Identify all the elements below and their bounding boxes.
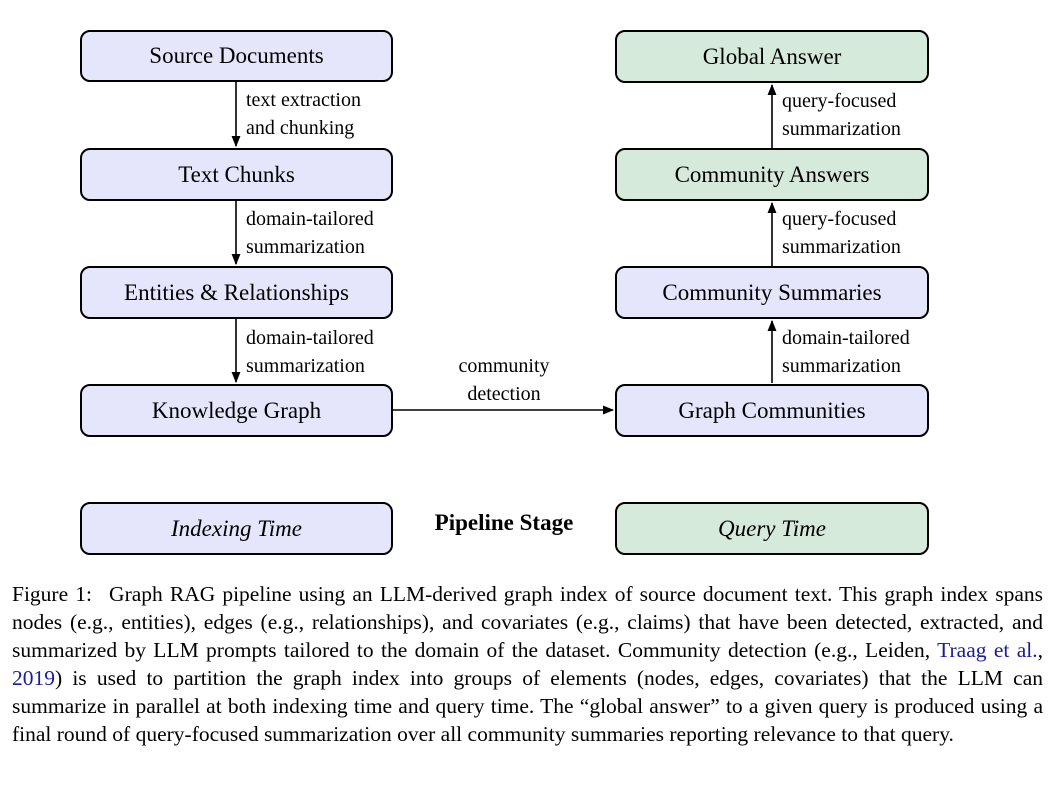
edge-label-communities-summarization: domain-tailored summarization [782, 324, 910, 380]
node-entities-relationships: Entities & Relationships [80, 266, 393, 319]
legend-pipeline-stage: Pipeline Stage [434, 510, 574, 535]
edge-label-entities-summarization: domain-tailored summarization [246, 324, 374, 380]
edge-label-line: summarization [246, 236, 365, 258]
edge-label-line: query-focused [782, 208, 897, 230]
citation-link-author[interactable]: Traag et al. [937, 638, 1038, 662]
edge-label-line: text extraction [246, 89, 361, 111]
edge-label-line: query-focused [782, 90, 897, 112]
node-community-summaries: Community Summaries [615, 266, 929, 319]
legend-indexing-time: Indexing Time [80, 502, 393, 555]
edge-label-line: domain-tailored [246, 327, 374, 349]
caption-text: Graph RAG pipeline using an LLM-derived … [12, 582, 1044, 662]
edge-label-line: domain-tailored [246, 208, 374, 230]
caption-text-continued: ) is used to partition the graph index i… [12, 666, 1043, 746]
node-global-answer: Global Answer [615, 30, 929, 83]
node-community-answers: Community Answers [615, 148, 929, 201]
edge-label-summaries-query-focused: query-focused summarization [782, 205, 901, 261]
node-knowledge-graph: Knowledge Graph [80, 384, 393, 437]
legend-query-time: Query Time [615, 502, 929, 555]
node-graph-communities: Graph Communities [615, 384, 929, 437]
edge-label-text-extraction: text extraction and chunking [246, 86, 361, 142]
edge-label-line: and chunking [246, 117, 355, 139]
citation-separator: , [1037, 638, 1043, 662]
edge-label-community-detection: community detection [424, 352, 584, 408]
node-source-documents: Source Documents [80, 30, 393, 82]
edge-label-line: domain-tailored [782, 327, 910, 349]
citation-link-year[interactable]: 2019 [12, 666, 55, 690]
edge-label-line: summarization [246, 355, 365, 377]
edge-label-line: summarization [782, 236, 901, 258]
edge-label-chunks-summarization: domain-tailored summarization [246, 205, 374, 261]
edge-label-line: summarization [782, 118, 901, 140]
edge-label-line: detection [467, 383, 541, 405]
edge-label-answers-query-focused: query-focused summarization [782, 87, 901, 143]
edge-label-line: summarization [782, 355, 901, 377]
caption-label: Figure 1: [12, 582, 92, 606]
edge-label-line: community [458, 355, 550, 377]
node-text-chunks: Text Chunks [80, 148, 393, 201]
figure-caption: Figure 1: Graph RAG pipeline using an LL… [12, 580, 1043, 748]
